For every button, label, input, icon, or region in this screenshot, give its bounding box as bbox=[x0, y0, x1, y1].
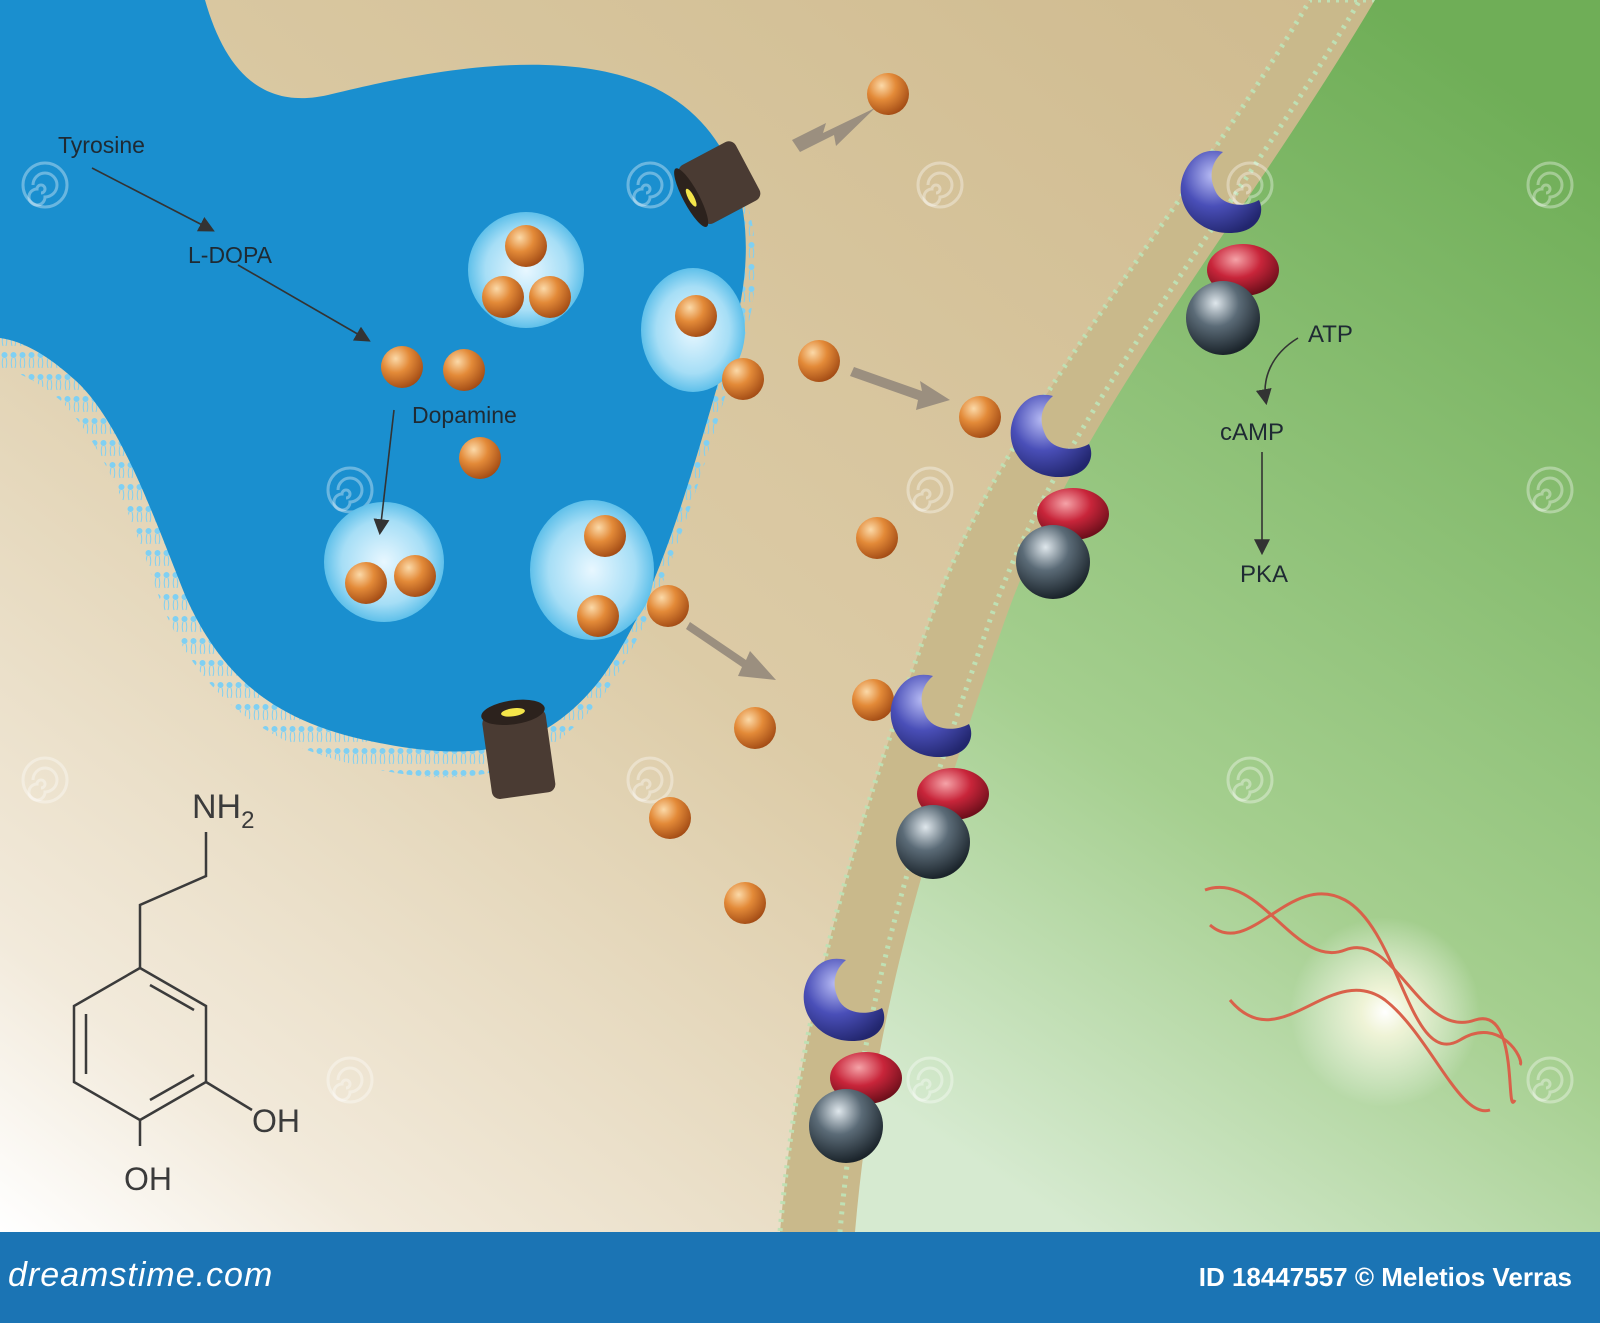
g-protein-beta bbox=[1186, 281, 1260, 355]
dopamine-molecule bbox=[649, 797, 691, 839]
receptors bbox=[803, 150, 1279, 1163]
dopamine-receptor bbox=[1010, 394, 1092, 478]
image-credit: ID 18447557 © Meletios Verras bbox=[1198, 1262, 1572, 1292]
hydroxyl-upper-label: OH bbox=[252, 1103, 300, 1139]
site-logo[interactable]: dreamstime.com bbox=[8, 1256, 274, 1294]
receptor-complex bbox=[803, 958, 902, 1163]
dopamine-receptor bbox=[803, 958, 885, 1042]
dopamine-transporter bbox=[481, 699, 556, 799]
dopamine-structure bbox=[72, 832, 253, 1146]
footer-bar: dreamstime.com ID 18447557 © Meletios Ve… bbox=[0, 1232, 1600, 1323]
dopamine-molecule bbox=[734, 707, 776, 749]
receptor-complex bbox=[1180, 150, 1279, 355]
g-protein-beta bbox=[896, 805, 970, 879]
reuptake-arrow bbox=[792, 108, 875, 152]
dopamine-molecule bbox=[959, 396, 1001, 438]
pka-label: PKA bbox=[1240, 561, 1288, 588]
atp-label: ATP bbox=[1308, 321, 1353, 348]
dopamine-molecule bbox=[529, 276, 571, 318]
dopamine-receptor bbox=[1180, 150, 1262, 234]
dopamine-molecule bbox=[852, 679, 894, 721]
dopamine-molecule bbox=[724, 882, 766, 924]
dopamine-molecules bbox=[345, 73, 1001, 924]
dopamine-molecule bbox=[459, 437, 501, 479]
dopamine-molecule bbox=[381, 346, 423, 388]
dopamine-molecule bbox=[856, 517, 898, 559]
dopamine-transporter bbox=[674, 141, 761, 228]
synapse-illustration: Tyrosine L-DOPA Dopamine ATP cAMP PKA NH… bbox=[0, 0, 1600, 1233]
dopamine-molecule bbox=[722, 358, 764, 400]
light-flare bbox=[1290, 917, 1480, 1107]
release-arrow-upper bbox=[850, 367, 950, 410]
tyrosine-label: Tyrosine bbox=[58, 132, 145, 158]
synapse-diagram: Tyrosine L-DOPA Dopamine ATP cAMP PKA NH… bbox=[0, 0, 1600, 1233]
dopamine-molecule bbox=[345, 562, 387, 604]
receptor-complex bbox=[890, 674, 989, 879]
release-arrows bbox=[686, 108, 950, 680]
dna-helix bbox=[1204, 886, 1523, 1113]
dopamine-molecule bbox=[505, 225, 547, 267]
hydroxyl-lower-label: OH bbox=[124, 1161, 172, 1197]
g-protein-beta bbox=[809, 1089, 883, 1163]
dopamine-molecule bbox=[675, 295, 717, 337]
dopamine-receptor bbox=[890, 674, 972, 758]
dopamine-molecule bbox=[867, 73, 909, 115]
amine-group-label: NH2 bbox=[192, 788, 254, 834]
release-arrow-lower bbox=[686, 622, 776, 680]
receptor-complex bbox=[1010, 394, 1109, 599]
dopamine-molecule bbox=[443, 349, 485, 391]
dopamine-molecule bbox=[482, 276, 524, 318]
dopamine-label: Dopamine bbox=[412, 402, 517, 428]
dopamine-molecule bbox=[647, 585, 689, 627]
dopamine-molecule bbox=[577, 595, 619, 637]
dopamine-molecule bbox=[798, 340, 840, 382]
dopamine-molecule bbox=[584, 515, 626, 557]
l-dopa-label: L-DOPA bbox=[188, 242, 273, 268]
g-protein-beta bbox=[1016, 525, 1090, 599]
dopamine-molecule bbox=[394, 555, 436, 597]
synthesis-arrows bbox=[91, 167, 1299, 556]
camp-label: cAMP bbox=[1220, 419, 1284, 446]
